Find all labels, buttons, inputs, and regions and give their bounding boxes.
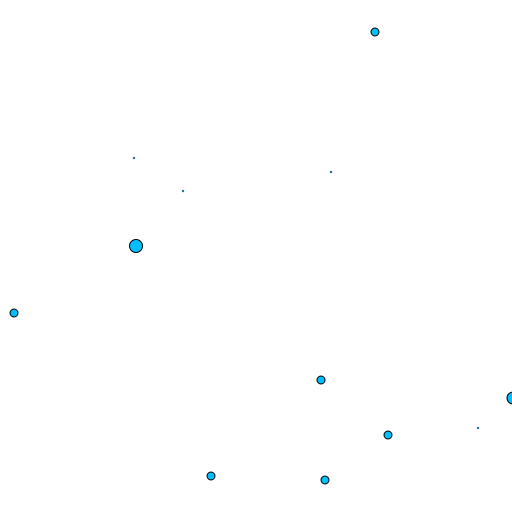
scatter-point-9 (476, 426, 480, 430)
scatter-point-4 (329, 170, 333, 174)
scatter-point-8 (506, 391, 512, 405)
scatter-point-10 (383, 430, 393, 440)
scatter-point-1 (370, 27, 380, 37)
scatter-point-11 (206, 471, 216, 481)
scatter-point-3 (181, 189, 185, 193)
points-layer (9, 27, 512, 485)
scatter-point-5 (129, 239, 143, 253)
scatter-point-6 (9, 308, 19, 318)
scatter-point-7 (316, 375, 326, 385)
scatter-point-2 (132, 156, 136, 160)
scatter-point-12 (320, 475, 330, 485)
